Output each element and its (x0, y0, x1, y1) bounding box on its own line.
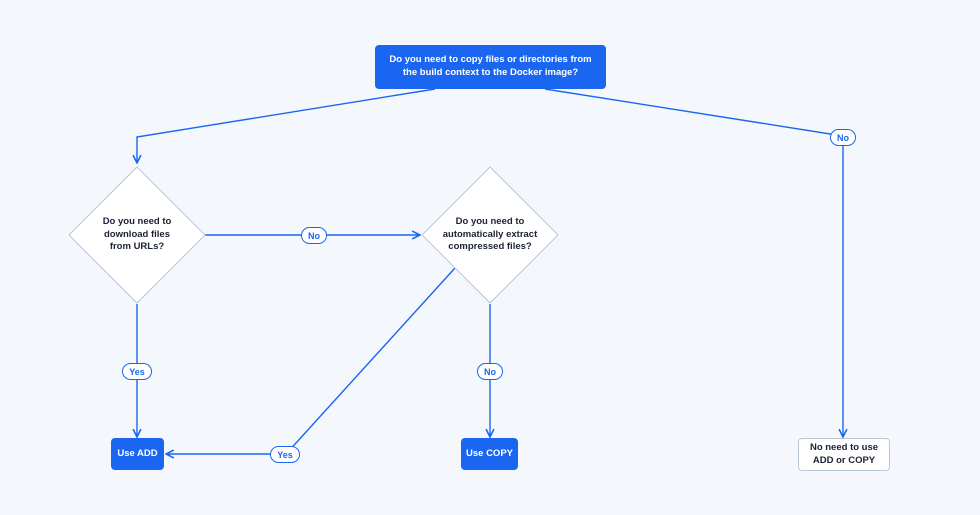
edge-label-start-no: No (830, 129, 856, 146)
extract-question-node: Do you need to automatically extract com… (421, 166, 559, 304)
start-question-node: Do you need to copy files or directories… (375, 45, 606, 89)
edge-start-to-no-need (544, 88, 843, 437)
edge-label-extract-no: No (477, 363, 503, 380)
download-question-node: Do you need to download files from URLs? (68, 166, 206, 304)
extract-question-text: Do you need to automatically extract com… (442, 215, 538, 253)
use-add-node: Use ADD (111, 438, 164, 470)
use-copy-node: Use COPY (461, 438, 518, 470)
diamond-shape (421, 166, 559, 304)
edge-label-download-no: No (301, 227, 327, 244)
edge-extract-to-add (166, 267, 456, 454)
edge-label-download-yes: Yes (122, 363, 152, 380)
edge-start-to-download (137, 88, 436, 163)
edge-label-extract-yes: Yes (270, 446, 300, 463)
no-need-node: No need to use ADD or COPY (798, 438, 890, 471)
download-question-text: Do you need to download files from URLs? (102, 215, 172, 253)
diamond-shape (68, 166, 206, 304)
